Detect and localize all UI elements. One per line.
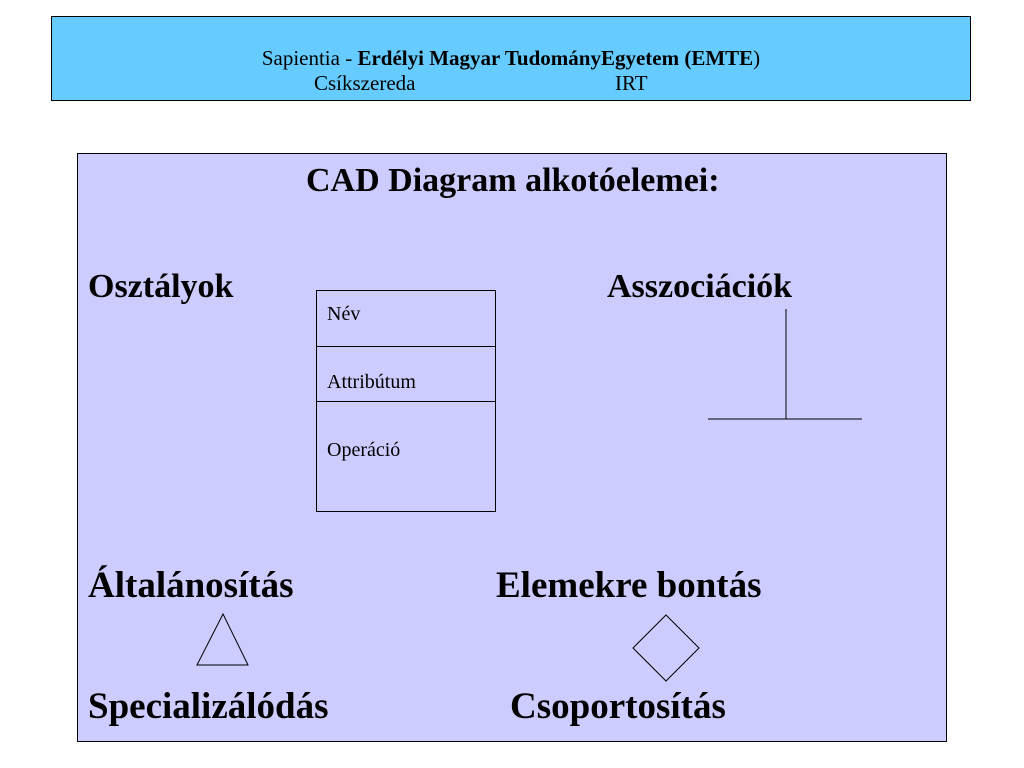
panel-title: CAD Diagram alkotóelemei:: [306, 162, 720, 199]
class-box-divider-1: [317, 346, 495, 347]
class-box-operation: Operáció: [327, 439, 401, 461]
generalization-label: Általánosítás: [88, 565, 294, 606]
header-prefix: Sapientia -: [261, 46, 358, 70]
decomposition-label: Elemekre bontás: [496, 565, 762, 606]
diagram-panel: CAD Diagram alkotóelemei: Osztályok Assz…: [77, 153, 947, 742]
generalization-triangle-icon: [196, 612, 249, 666]
header-department: IRT: [615, 71, 648, 95]
class-box-name: Név: [327, 303, 361, 325]
header-suffix: ): [753, 46, 761, 70]
header-banner: Sapientia - Erdélyi Magyar TudományEgyet…: [51, 16, 971, 101]
header-university: Erdélyi Magyar TudományEgyetem (EMTE: [357, 46, 754, 70]
grouping-label: Csoportosítás: [510, 686, 726, 727]
header-subtitle-line: Csíkszereda IRT: [52, 71, 970, 96]
aggregation-diamond-icon: [632, 614, 700, 682]
associations-label: Asszociációk: [607, 268, 793, 305]
header-city: Csíkszereda: [314, 71, 416, 95]
association-symbol: [708, 309, 862, 420]
classes-label: Osztályok: [88, 268, 234, 305]
specialization-label: Specializálódás: [88, 686, 329, 727]
header-title-line: Sapientia - Erdélyi Magyar TudományEgyet…: [52, 46, 970, 71]
class-box-divider-2: [317, 401, 495, 402]
class-box-symbol: Név Attribútum Operáció: [316, 290, 496, 512]
class-box-attribute: Attribútum: [327, 371, 416, 393]
